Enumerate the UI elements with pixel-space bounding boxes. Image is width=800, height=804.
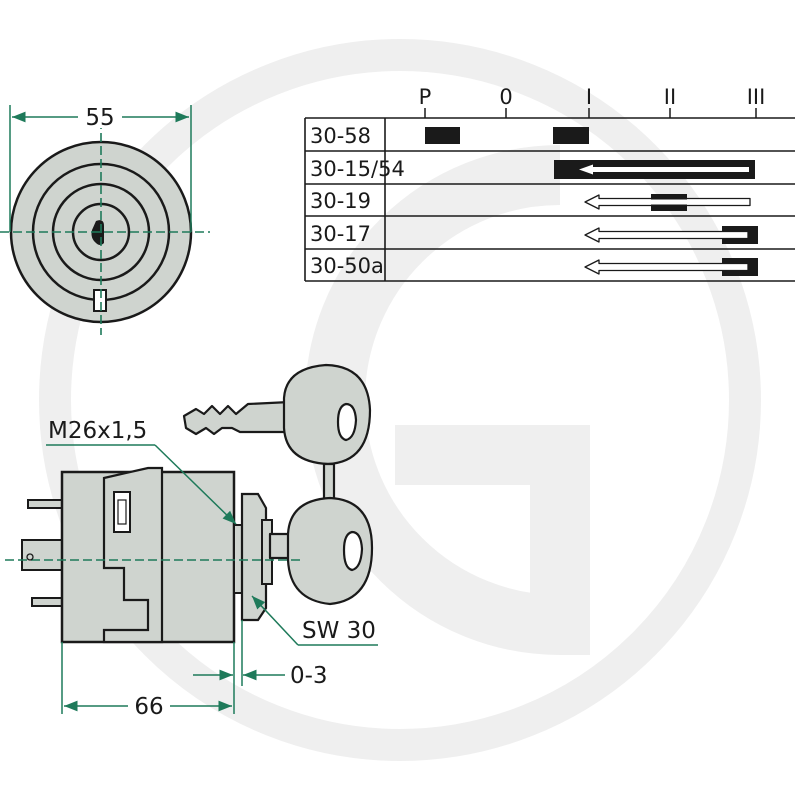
spare-key [182,363,372,512]
table-row: 30-17 [310,222,758,246]
row-label-30-58: 30-58 [310,124,371,148]
position-0: 0 [499,85,512,109]
switch-position-table: P 0 I II III 30-58 30-15/54 [304,85,795,282]
position-III: III [747,85,766,109]
table-row: 30-58 [310,124,589,148]
range-label: 0-3 [290,663,328,689]
table-row: 30-15/54 [310,157,755,181]
contact-bar-I [553,127,589,144]
position-I: I [586,85,592,109]
side-view: M26x1,5 SW 30 0-3 66 [5,418,378,720]
row-label-30-19: 30-19 [310,189,371,213]
return-arrow [579,164,749,175]
contact-bar-III [722,226,758,244]
position-II: II [664,85,676,109]
terminal-pins [21,499,65,607]
front-notch [93,289,107,312]
contact-bar-III [722,258,758,276]
table-row: 30-50a [310,254,758,278]
thread-label: M26x1,5 [48,418,147,444]
row-label-30-50a: 30-50a [310,254,384,278]
front-view: 55 [0,102,210,335]
diameter-label: 55 [85,105,114,131]
position-P: P [419,85,432,109]
row-label-30-15-54: 30-15/54 [310,157,405,181]
row-label-30-17: 30-17 [310,222,371,246]
contact-bar-P [425,127,460,144]
table-row: 30-19 [310,189,751,213]
length-label: 66 [134,694,163,720]
position-header: P 0 I II III [419,85,766,118]
thread-collar [233,524,243,594]
latch-window [113,491,131,533]
inserted-key [268,496,374,606]
wrench-label: SW 30 [302,618,376,644]
